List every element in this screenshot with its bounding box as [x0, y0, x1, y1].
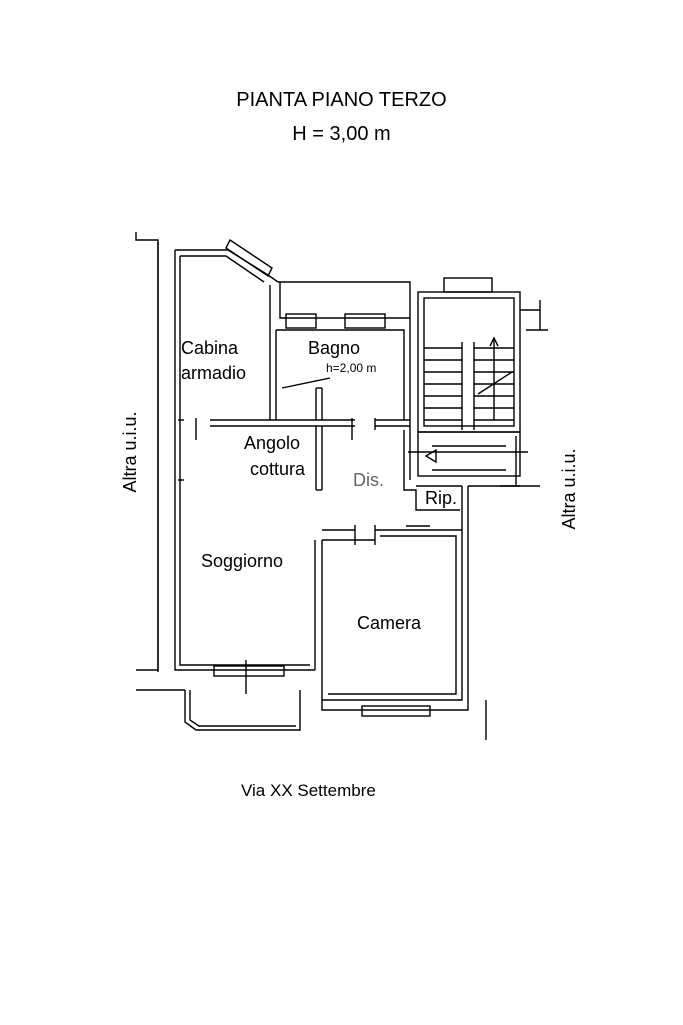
- label-neighbor-left: Altra u.i.u.: [120, 411, 140, 493]
- bath-window-1: [285, 313, 317, 329]
- outer-wall-top: [278, 281, 411, 319]
- left-neighbor-wall: [135, 232, 159, 671]
- balcony: [184, 690, 301, 731]
- label-ripostiglio: Rip.: [425, 488, 458, 508]
- stairwell: [417, 291, 521, 433]
- outer-wall-top-left: [175, 249, 279, 283]
- stair-landing: [417, 431, 521, 477]
- diagonal-window: [225, 238, 273, 278]
- camera-wall: [321, 529, 463, 701]
- label-angolo-cottura-2: cottura: [250, 459, 306, 479]
- label-disimpegno: Dis.: [353, 470, 384, 490]
- label-camera: Camera: [357, 613, 422, 633]
- plan-title: PIANTA PIANO TERZO: [236, 89, 447, 111]
- living-window: [213, 665, 285, 677]
- bath-window-2: [344, 313, 386, 329]
- label-bagno-height: h=2,00 m: [326, 361, 377, 375]
- plan-height: H = 3,00 m: [292, 123, 391, 145]
- label-angolo-cottura-1: Angolo: [244, 433, 301, 453]
- label-bagno: Bagno: [308, 338, 361, 358]
- label-cabina-armadio-1: Cabina: [181, 338, 239, 358]
- label-soggiorno: Soggiorno: [201, 551, 284, 571]
- camera-window: [361, 705, 431, 717]
- label-neighbor-right: Altra u.i.u.: [559, 448, 579, 530]
- label-cabina-armadio-2: armadio: [181, 363, 247, 383]
- label-street: Via XX Settembre: [241, 781, 376, 800]
- outer-wall-left: [174, 250, 315, 671]
- stair-steps: [424, 347, 514, 421]
